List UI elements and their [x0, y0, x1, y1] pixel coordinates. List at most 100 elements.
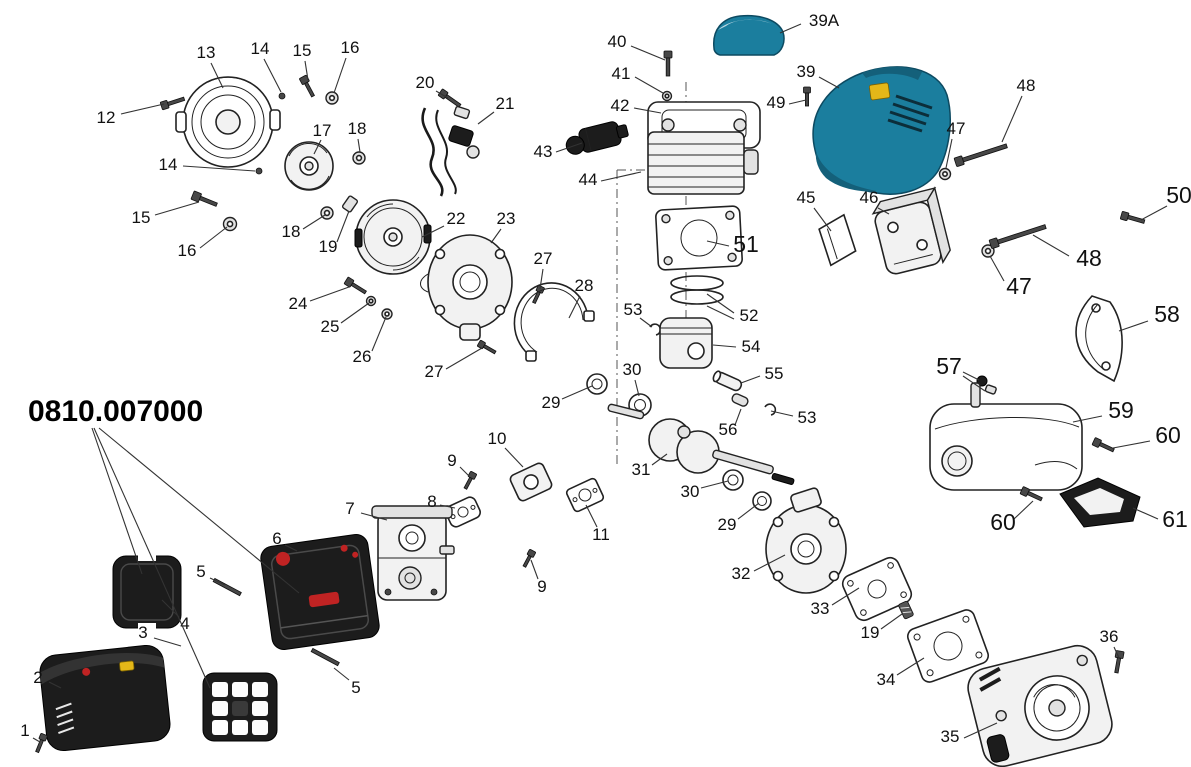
part-12-screw-icon: [159, 96, 186, 111]
part-label-60: 60: [1155, 422, 1181, 448]
leader-line: [210, 62, 224, 89]
part-label-30: 30: [623, 360, 642, 379]
part-label-53: 53: [624, 300, 643, 319]
part-label-18: 18: [282, 222, 301, 241]
part-label-3: 3: [138, 623, 147, 642]
leader-line: [706, 305, 735, 320]
part-label-60: 60: [990, 509, 1016, 535]
part-39A-cover-insert: [713, 14, 785, 56]
part-label-44: 44: [579, 170, 598, 189]
leader-line: [945, 138, 953, 169]
part-13-fan-housing: [175, 76, 281, 168]
leader-line: [336, 210, 350, 243]
leader-line: [490, 228, 502, 244]
leader-line: [48, 681, 62, 689]
part-label-47: 47: [1006, 273, 1032, 299]
part-15-bolt2-icon: [190, 190, 218, 207]
part-29-bearing: [586, 373, 608, 395]
part-60-screw2-icon: [1019, 486, 1043, 502]
leader-line: [333, 667, 350, 681]
warning-label-icon: [868, 82, 891, 101]
part-18-washer2-icon: [320, 206, 334, 220]
leader-line: [421, 225, 445, 238]
leader-line: [788, 99, 807, 105]
part-label-49: 49: [767, 93, 786, 112]
leader-line: [634, 379, 640, 397]
part-label-16: 16: [178, 241, 197, 260]
leader-line: [371, 316, 387, 352]
part-label-15: 15: [132, 208, 151, 227]
leader-line: [831, 587, 860, 606]
leader-line: [360, 512, 388, 521]
part-22-flywheel: [354, 199, 432, 275]
leader-line: [818, 76, 840, 89]
part-label-55: 55: [765, 364, 784, 383]
leader-line: [1032, 234, 1070, 257]
part-label-17: 17: [313, 121, 332, 140]
leader-line: [561, 385, 593, 400]
part-3-filter-grid: [202, 672, 278, 742]
leader-line: [302, 214, 326, 230]
leader-line: [504, 447, 524, 468]
part-label-5: 5: [351, 678, 360, 697]
part-20-bolt-icon: [437, 88, 462, 108]
part-58-bracket: [1075, 295, 1123, 383]
part-18-washer-icon: [352, 151, 366, 165]
part-label-40: 40: [608, 32, 627, 51]
part-48-bolt-icon: [953, 143, 1008, 167]
leader-line: [340, 302, 370, 324]
part-label-1: 1: [20, 721, 29, 740]
part-label-5: 5: [196, 562, 205, 581]
part-49-bolt-icon: [803, 86, 811, 107]
part-label-29: 29: [542, 393, 561, 412]
part-2-air-cleaner-cover: [39, 644, 171, 752]
leader-line: [333, 57, 347, 94]
part-34-plate-gasket: [906, 609, 990, 683]
leader-line: [182, 165, 256, 172]
part-label-45: 45: [797, 188, 816, 207]
part-59-fuel-tank: [929, 382, 1083, 491]
leader-line: [304, 60, 309, 81]
part-48-bolt2-icon: [988, 224, 1047, 249]
leader-line: [813, 207, 832, 232]
leader-line: [1132, 507, 1159, 520]
leader-line: [93, 427, 211, 689]
part-label-21: 21: [496, 94, 515, 113]
part-31-crankshaft: [607, 403, 795, 485]
part-39-engine-cover: [812, 66, 951, 195]
part-label-53: 53: [798, 408, 817, 427]
part-label-36: 36: [1100, 627, 1119, 646]
leader-line: [779, 23, 802, 34]
leader-line: [284, 544, 298, 552]
part-5-stud2-icon: [310, 647, 340, 667]
part-label-8: 8: [427, 492, 436, 511]
part-11-gasket: [565, 477, 605, 513]
part-43-ignition-coil: [565, 121, 629, 155]
part-label-20: 20: [416, 73, 435, 92]
part-50-bolt-icon: [1120, 211, 1146, 224]
part-14-pin2-icon: [255, 167, 263, 175]
part-41-washer-icon: [661, 90, 673, 102]
leader-line: [651, 453, 668, 466]
leader-line: [753, 554, 786, 572]
leader-line: [309, 286, 350, 302]
leader-line: [962, 375, 986, 392]
part-label-41: 41: [612, 64, 631, 83]
part-label-22: 22: [447, 209, 466, 228]
part-47-washer2-icon: [981, 244, 995, 258]
part-21-stop-switch-wiring: [421, 105, 480, 197]
leader-line: [737, 502, 760, 520]
part-label-48: 48: [1076, 245, 1102, 271]
leader-line: [877, 207, 890, 215]
part-label-4: 4: [180, 614, 189, 633]
part-label-15: 15: [293, 41, 312, 60]
leader-line: [313, 139, 322, 155]
part-33-gasket: [841, 556, 913, 622]
leader-line: [962, 371, 980, 381]
part-label-42: 42: [611, 96, 630, 115]
part-label-47: 47: [947, 119, 966, 138]
part-label-57: 57: [936, 353, 962, 379]
